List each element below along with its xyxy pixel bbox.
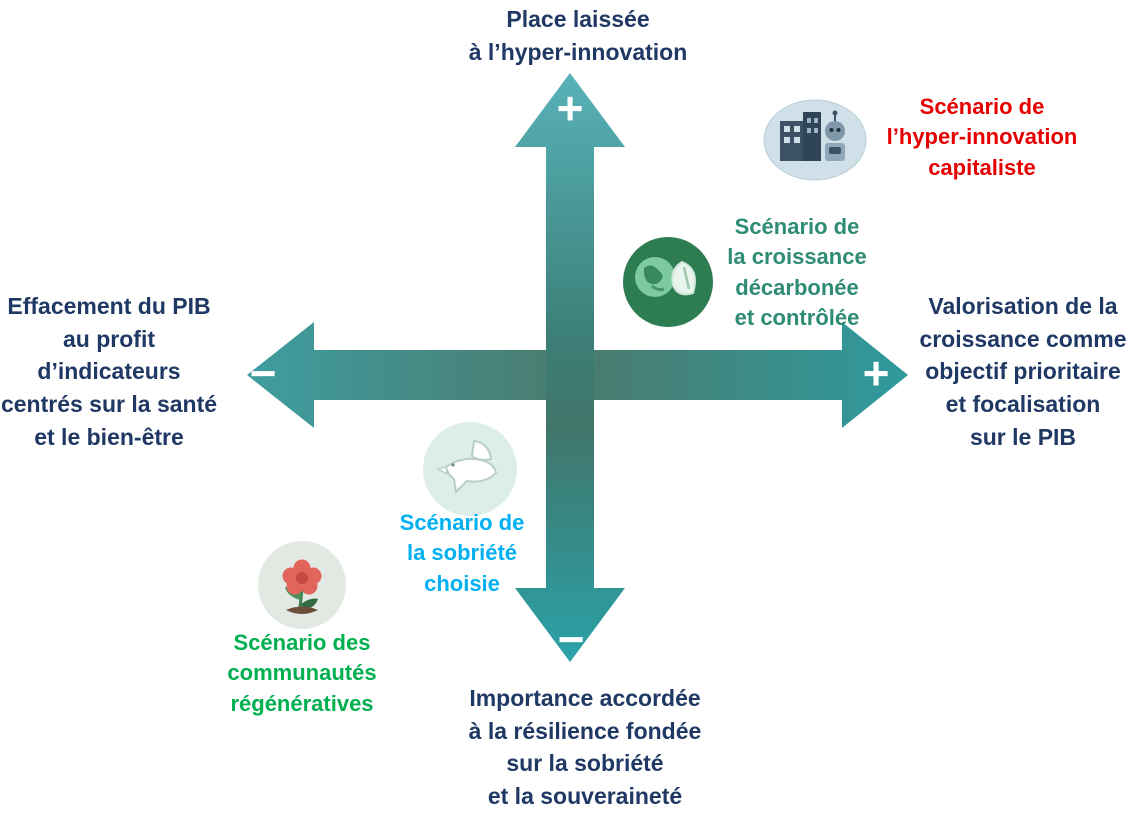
- scenario-communautes-regeneratives-label: Scénario des communautés régénératives: [227, 630, 377, 716]
- bottom-axis-minus-sign: −: [557, 613, 585, 666]
- bottom-axis-label: Importance accordée à la résilience fond…: [468, 685, 702, 809]
- earth-leaf-icon: [622, 236, 714, 333]
- dove-icon: [422, 421, 518, 522]
- scenario-hyper-innovation-label: Scénario de l’hyper-innovation capitalis…: [886, 94, 1078, 180]
- scenario-croissance-decarbonee-label: Scénario de la croissance décarbonée et …: [727, 214, 867, 331]
- scenario-sobriete-choisie-label: Scénario de la sobriété choisie: [399, 510, 525, 596]
- top-axis-plus-sign: +: [556, 82, 584, 135]
- right-axis-plus-sign: +: [862, 347, 890, 400]
- flower-icon: [257, 540, 347, 635]
- top-axis-label: Place laissée à l’hyper-innovation: [468, 6, 688, 65]
- right-axis-label: Valorisation de la croissance comme obje…: [919, 293, 1127, 450]
- vertical-axis-arrow: [515, 73, 625, 662]
- left-axis-minus-sign: −: [249, 347, 277, 400]
- factory-robot-icon: [763, 98, 867, 187]
- left-axis-label: Effacement du PIB au profit d’indicateur…: [0, 293, 218, 450]
